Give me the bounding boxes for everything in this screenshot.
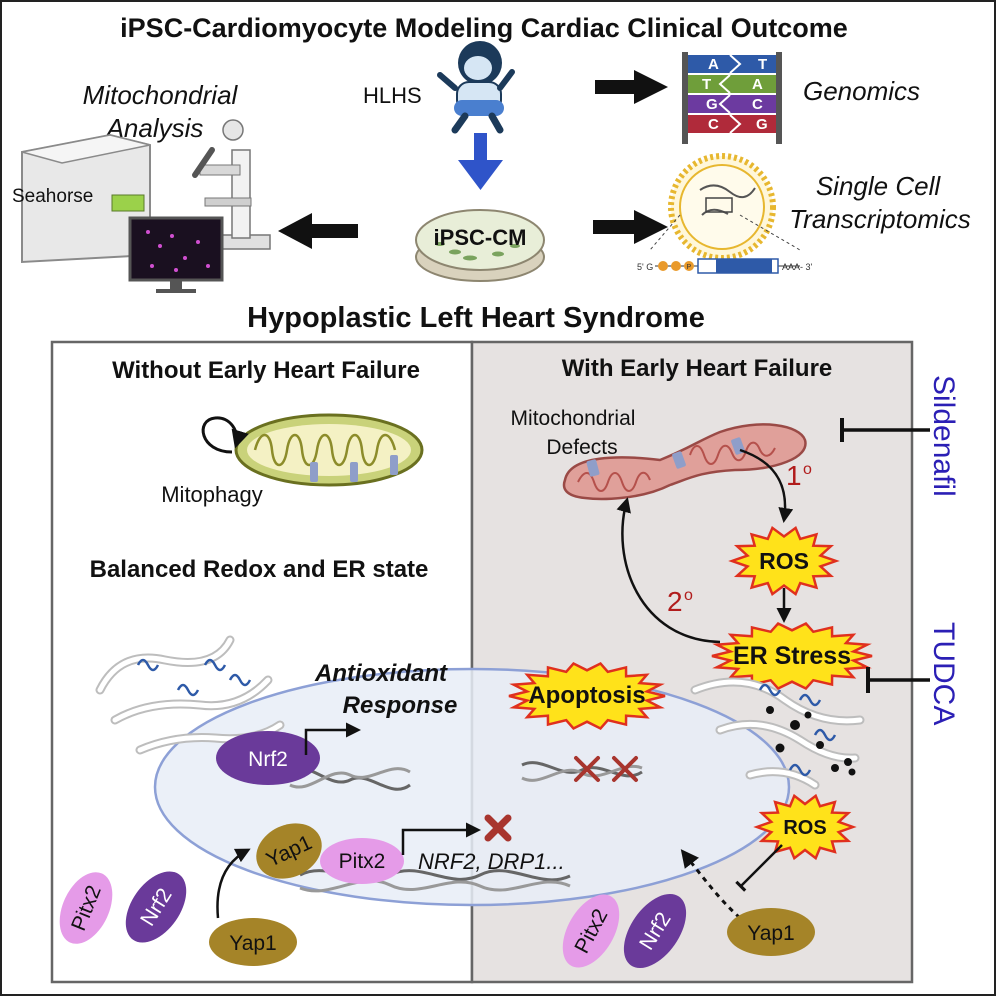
base-c1: C [752, 96, 763, 113]
pitx2-protein-nucleus [320, 838, 404, 884]
sildenafil-label: Sildenafil [927, 375, 960, 497]
target-genes-label: NRF2, DRP1... [418, 849, 565, 874]
right-panel-heading: With Early Heart Failure [562, 355, 833, 382]
base-c2: C [708, 116, 719, 133]
er-stress-label: ER Stress [733, 642, 851, 670]
seahorse-analyzer-icon [21, 133, 151, 264]
arrow-to-mito-analysis [278, 213, 358, 249]
mitophagy-cycle-arrow [201, 416, 249, 454]
petri-dish-icon [415, 209, 545, 282]
ros-label-bottom: ROS [783, 817, 826, 839]
hlhs-label: HLHS [363, 83, 422, 108]
right-er-inner [692, 679, 863, 788]
base-t1: T [758, 56, 767, 73]
left-panel-heading: Without Early Heart Failure [112, 357, 420, 384]
mrna-5prime: 5' G [637, 262, 653, 272]
dna-base-pairs-icon: A T T A G C C G [682, 52, 782, 144]
mrna-3prime: AAA- 3' [782, 262, 813, 272]
section-title: Hypoplastic Left Heart Syndrome [247, 302, 705, 334]
base-t2: T [702, 76, 711, 93]
mrna-construct-icon: 5' G P AAA- 3' [637, 258, 813, 274]
nrf2-label-left: Nrf2 [248, 748, 288, 771]
seahorse-label: Seahorse [12, 186, 93, 207]
yap1-blocked-import-arrow [680, 849, 742, 920]
mitophagy-label: Mitophagy [161, 482, 263, 507]
right-ribosome-squiggles [758, 683, 837, 777]
tudca-label: TUDCA [927, 622, 960, 725]
single-cell-droplet-icon [649, 153, 801, 261]
baby-icon [437, 41, 515, 134]
antioxidant-transcription-arrow [304, 722, 361, 755]
ros-label-top: ROS [759, 548, 809, 574]
blocked-gene-x-icons [574, 756, 638, 782]
arrow-to-genomics [595, 70, 668, 104]
arrow-to-single-cell [593, 210, 668, 244]
pitx2-protein-left-cyto [59, 872, 113, 944]
monitor-icon [128, 216, 224, 293]
mito-analysis-line1: Mitochondrial [83, 80, 239, 110]
ros-burst-top [728, 525, 840, 597]
yap1-protein-nucleus [256, 823, 322, 879]
antioxidant-line1: Antioxidant [314, 660, 448, 687]
single-cell-label-line1: Single Cell [816, 171, 942, 201]
nrf2-protein-left-cyto [125, 871, 187, 943]
target-transcription-arrow [401, 822, 481, 855]
yap1-label-left-cyto: Yap1 [229, 932, 277, 955]
ros-inhibit-yap1-line [735, 844, 783, 892]
healthy-mitochondrion-icon [234, 413, 424, 487]
nrf2-protein-right-cyto [623, 893, 687, 969]
blocked-transcription-x-icon [484, 814, 512, 842]
yap1-protein-left-cyto [209, 918, 297, 966]
yap1-protein-right-cyto [727, 908, 815, 956]
primary-degree: o [803, 461, 812, 478]
single-cell-label-line2: Transcriptomics [789, 204, 971, 234]
mrna-cap-label: P [687, 264, 692, 271]
pitx2-label-nucleus: Pitx2 [339, 850, 386, 873]
microscope-icon [189, 119, 271, 250]
damaged-mitochondrion-icon [562, 423, 807, 501]
defects-line2: Defects [546, 436, 617, 459]
secondary-label: 2 [667, 586, 683, 617]
er-stress-burst [711, 621, 873, 691]
left-ribosome-squiggles [136, 658, 252, 697]
misfolded-protein-dots [766, 706, 856, 776]
antioxidant-line2: Response [343, 692, 458, 719]
yap1-label-right-cyto: Yap1 [747, 922, 795, 945]
base-g1: G [706, 96, 718, 113]
nrf2-protein-left [216, 731, 320, 785]
pitx2-protein-right-cyto [562, 894, 620, 968]
apoptosis-burst [508, 661, 666, 731]
primary-label: 1 [786, 460, 802, 491]
yap1-import-arrow [216, 848, 251, 919]
secondary-degree: o [684, 587, 693, 604]
ros-burst-bottom [753, 793, 857, 861]
ipsc-cm-label: iPSC-CM [434, 225, 527, 250]
base-a1: A [708, 56, 719, 73]
defects-line1: Mitochondrial [511, 407, 636, 430]
balanced-state-label: Balanced Redox and ER state [90, 556, 429, 583]
blue-down-arrow [458, 133, 503, 190]
genomics-label: Genomics [803, 76, 920, 106]
apoptosis-label: Apoptosis [528, 682, 645, 709]
primary-arrow [739, 448, 794, 523]
base-a2: A [752, 76, 763, 93]
secondary-arrow [616, 497, 721, 644]
base-g2: G [756, 116, 768, 133]
main-title: iPSC-Cardiomyocyte Modeling Cardiac Clin… [120, 13, 848, 43]
